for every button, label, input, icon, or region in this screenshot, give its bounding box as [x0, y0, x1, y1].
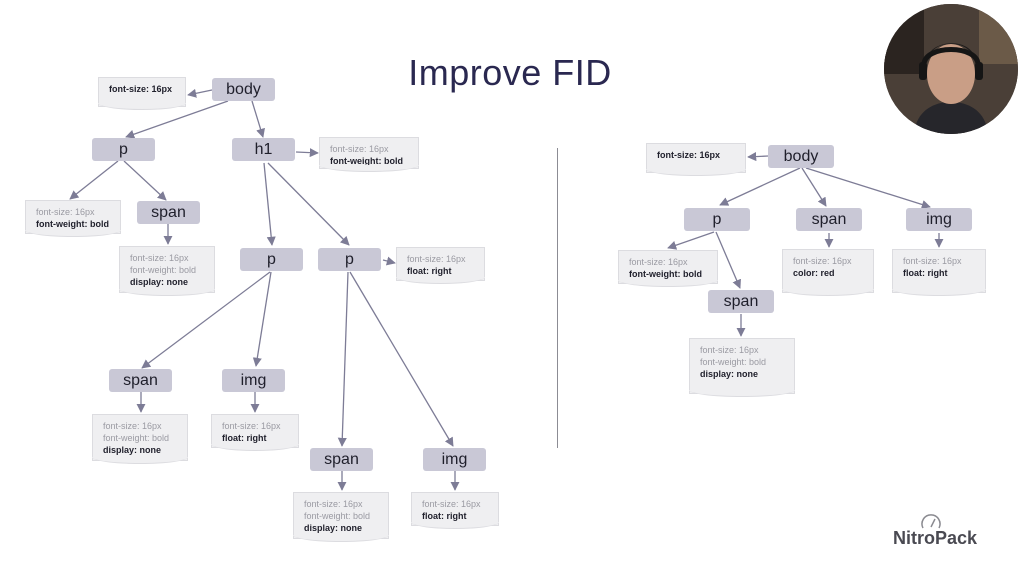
card-line: font-weight: bold — [629, 269, 702, 279]
card-line: display: none — [103, 445, 162, 455]
style-card-span: font-size: 16px font-weight: bold displa… — [119, 246, 215, 296]
nitropack-logo-icon — [921, 514, 941, 529]
edge-p-card — [69, 160, 119, 200]
edge-p-span — [123, 160, 167, 201]
card-line: font-size: 16px — [903, 256, 962, 266]
style-card-body: font-size: 16px — [98, 77, 186, 110]
card-line: font-weight: bold — [103, 433, 170, 443]
edge-h1-card — [295, 148, 319, 158]
style-card-span3: font-size: 16px font-weight: bold displa… — [293, 492, 389, 542]
card-line: display: none — [700, 369, 759, 379]
edge-h1-p3 — [267, 162, 350, 246]
card-line: font-weight: bold — [130, 265, 197, 275]
node-p2: p — [240, 248, 303, 271]
edge-r-p-card — [667, 231, 715, 250]
edge-p2-img1 — [252, 271, 272, 367]
card-line: float: right — [903, 268, 948, 278]
node-r-span-child: span — [708, 290, 774, 313]
card-line: font-size: 16px — [407, 254, 466, 264]
style-card-r-img: font-size: 16px float: right — [892, 249, 986, 296]
card-line: font-size: 16px — [304, 499, 363, 509]
node-h1: h1 — [232, 138, 295, 161]
edge-p3-span3 — [337, 271, 349, 447]
edge-h1-p2 — [263, 162, 276, 246]
node-img1: img — [222, 369, 285, 392]
node-r-body: body — [768, 145, 834, 168]
card-line: font-size: 16px — [793, 256, 852, 266]
node-span2: span — [109, 369, 172, 392]
slide-title: Improve FID — [408, 52, 612, 93]
style-card-r-span-child: font-size: 16px font-weight: bold displa… — [689, 338, 795, 397]
edge-p3-card — [382, 256, 396, 266]
presenter-webcam — [884, 4, 1018, 134]
card-line: float: right — [222, 433, 267, 443]
edge-r-body-p — [719, 167, 801, 206]
card-line: font-weight: bold — [36, 219, 109, 229]
style-card-r-body: font-size: 16px — [646, 143, 746, 176]
card-line: font-size: 16px — [36, 207, 95, 217]
edge-r-body-span — [801, 167, 827, 207]
card-line: font-size: 16px — [109, 84, 173, 94]
edge-p3-img2 — [349, 271, 454, 447]
card-line: font-size: 16px — [657, 150, 721, 160]
nitropack-logo: NitroPack — [893, 528, 978, 548]
style-card-h1: font-size: 16px font-weight: bold — [319, 137, 419, 172]
style-card-p3: font-size: 16px float: right — [396, 247, 485, 284]
node-body: body — [212, 78, 275, 101]
style-card-span2: font-size: 16px font-weight: bold displa… — [92, 414, 188, 464]
edge-body-h1 — [251, 100, 265, 138]
card-line: float: right — [422, 511, 467, 521]
node-p: p — [92, 138, 155, 161]
node-r-img: img — [906, 208, 972, 231]
node-img2: img — [423, 448, 486, 471]
style-card-r-span: font-size: 16px color: red — [782, 249, 874, 296]
edge-r-p-span — [715, 231, 741, 289]
edge-body-p — [125, 100, 229, 139]
card-line: font-weight: bold — [330, 156, 403, 166]
divider — [557, 148, 558, 448]
node-span3: span — [310, 448, 373, 471]
card-line: font-size: 16px — [103, 421, 162, 431]
card-line: font-size: 16px — [422, 499, 481, 509]
presenter-portrait — [884, 4, 1018, 134]
node-span: span — [137, 201, 200, 224]
node-r-span: span — [796, 208, 862, 231]
card-line: font-size: 16px — [629, 257, 688, 267]
style-card-img2: font-size: 16px float: right — [411, 492, 499, 529]
edge-body-card — [187, 88, 213, 98]
edge-r-body-card — [747, 152, 769, 162]
card-line: font-weight: bold — [304, 511, 371, 521]
node-p3: p — [318, 248, 381, 271]
style-card-img1: font-size: 16px float: right — [211, 414, 299, 451]
style-card-p: font-size: 16px font-weight: bold — [25, 200, 121, 237]
card-line: font-size: 16px — [330, 144, 389, 154]
style-card-r-p: font-size: 16px font-weight: bold — [618, 250, 718, 287]
card-line: display: none — [130, 277, 189, 287]
card-line: float: right — [407, 266, 452, 276]
card-line: display: none — [304, 523, 363, 533]
card-line: font-weight: bold — [700, 357, 767, 367]
card-line: font-size: 16px — [130, 253, 189, 263]
card-line: font-size: 16px — [700, 345, 759, 355]
node-r-p: p — [684, 208, 750, 231]
edge-p2-span2 — [141, 271, 271, 369]
card-line: font-size: 16px — [222, 421, 281, 431]
edge-r-body-img — [805, 167, 931, 209]
card-line: color: red — [793, 268, 835, 278]
